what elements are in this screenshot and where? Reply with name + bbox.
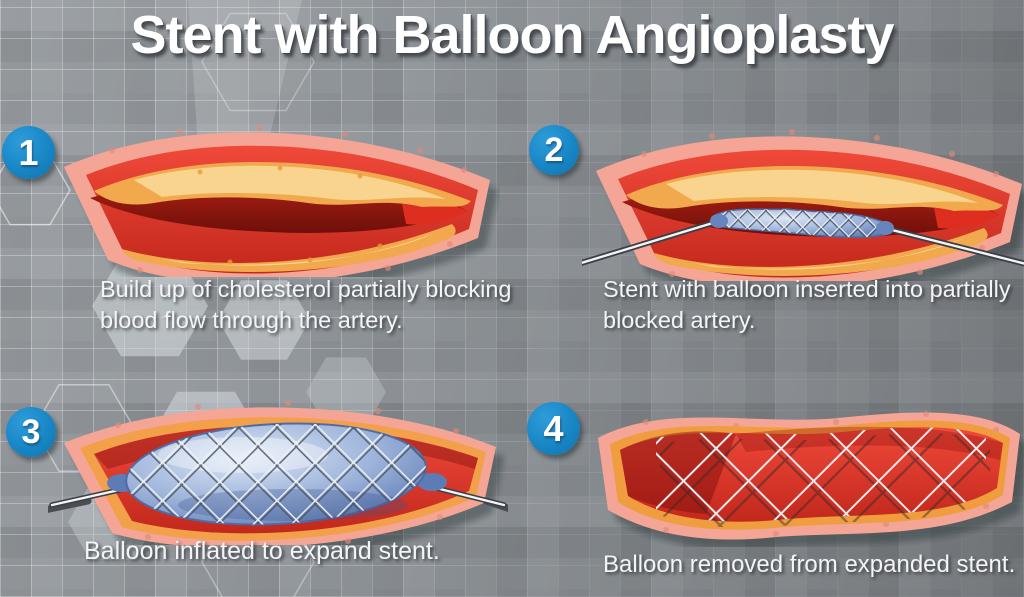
step-3-badge: 3 <box>6 407 56 457</box>
step-4-caption: Balloon removed from expanded stent. <box>603 551 1016 578</box>
plaque-dots <box>197 165 383 265</box>
wall-speckles <box>109 125 467 273</box>
step-3-number: 3 <box>21 412 41 451</box>
step-2-number: 2 <box>544 130 564 169</box>
plaque-top-highlight <box>134 165 446 201</box>
blood-flow-right <box>934 205 999 229</box>
step-1-number: 1 <box>18 131 39 173</box>
page-title: Stent with Balloon Angioplasty <box>130 5 895 65</box>
artery-illustration-blocked <box>64 125 498 277</box>
step-2-badge: 2 <box>529 125 579 175</box>
step-2-caption: Stent with balloon inserted into partial… <box>603 276 1011 334</box>
wall-speckles <box>641 129 999 277</box>
expanded-stent-mesh <box>656 427 990 528</box>
step-1-badge: 1 <box>2 126 55 179</box>
blood-flow-right <box>402 201 467 225</box>
step-4-badge: 4 <box>527 402 580 455</box>
stent-end-cap-right <box>876 221 894 235</box>
plaque-top-highlight <box>666 169 978 205</box>
catheter-wire <box>582 219 1024 267</box>
stent-end-cap-left <box>710 214 728 228</box>
artery-illustration-stent-inserted <box>582 129 1024 281</box>
wall-speckles <box>115 400 459 545</box>
stent-mesh <box>656 427 986 522</box>
cholesterol-plaque-bottom <box>122 224 456 272</box>
step-4-number: 4 <box>543 407 564 449</box>
step-3-caption: Balloon inflated to expand stent. <box>84 537 440 565</box>
wall-speckles <box>643 411 999 537</box>
step-1-caption: Build up of cholesterol partially blocki… <box>100 276 512 334</box>
artery-illustration-stent-expanded <box>598 411 1024 547</box>
cholesterol-plaque-bottom <box>654 228 988 276</box>
balloon-tip-right <box>417 473 447 491</box>
artery-illustration-balloon-inflated <box>48 400 508 545</box>
